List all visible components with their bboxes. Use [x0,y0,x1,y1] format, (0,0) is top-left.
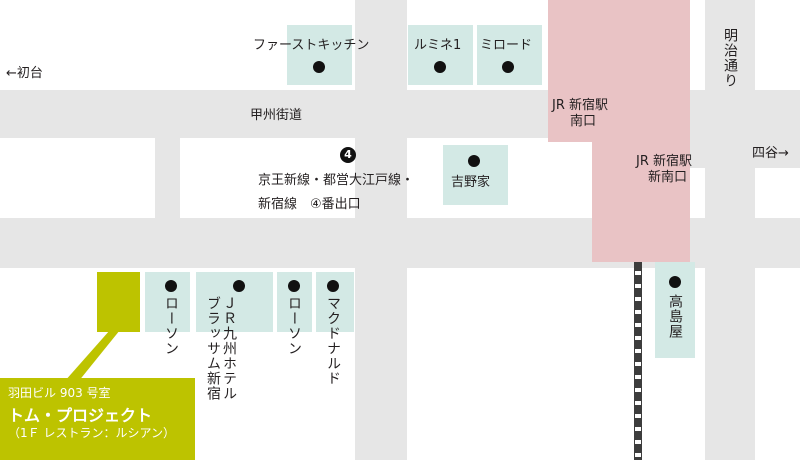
jr-south-exit-label-2: 南口 [570,114,597,129]
lumine1-label: ルミネ1 [414,38,462,53]
jr-new-south-exit-label-2: 新南口 [648,170,688,185]
building-lumine1 [408,25,473,85]
first-kitchen-marker [313,61,325,73]
railway-track [634,262,642,460]
takashimaya-marker [669,276,681,288]
jr-kyushu-hotel-label: ＪＲ九州ホテル ブラッサム新宿 [205,296,237,401]
jr-new-south-exit-label-1: JR 新宿駅 [636,154,692,169]
koshu-kaido-label: 甲州街道 [250,108,303,123]
destination-callout: 羽田ビル 903 号室 トム・プロジェクト （1Ｆ レストラン：ルシアン） [0,378,195,460]
jr-station-area-bottom [592,138,690,262]
exit-label-line1: 京王新線・都営大江戸線・ [258,173,415,188]
building-mirode [477,25,542,85]
road-meiji-dori [705,0,755,460]
jr-south-exit-label-1: JR 新宿駅 [552,98,608,113]
building-first-kitchen [287,25,352,85]
lawson2-label: ローソン [286,296,302,356]
yoshinoya-label: 吉野家 [451,175,491,190]
lawson2-marker [288,280,300,292]
direction-yotsuya: 四谷→ [752,146,789,161]
road-right-horizontal [690,138,800,168]
destination-building-marker [97,272,140,332]
exit-number-marker: 4 [340,147,356,163]
mcdonalds-label: マクドナルド [325,296,341,386]
takashimaya-label: 高島屋 [667,294,683,339]
mirode-marker [502,61,514,73]
road-left-vertical [155,138,180,218]
direction-hatsudai: ←初台 [6,66,43,81]
jr-station-area-top [548,0,690,142]
destination-company: トム・プロジェクト [8,406,153,425]
road-center-vertical [355,0,407,460]
yoshinoya-marker [468,155,480,167]
lumine1-marker [434,61,446,73]
lawson1-label: ローソン [163,296,179,356]
first-kitchen-label: ファーストキッチン [253,38,370,53]
callout-pointer [64,330,120,382]
exit-label-line2: 新宿線 ④番出口 [258,197,361,212]
mirode-label: ミロード [480,38,533,53]
meiji-dori-label: 明治通り [722,28,738,88]
destination-room: 羽田ビル 903 号室 [8,386,111,400]
mcdonalds-marker [327,280,339,292]
jr-kyushu-hotel-marker [233,280,245,292]
destination-note: （1Ｆ レストラン：ルシアン） [8,426,175,440]
lawson1-marker [165,280,177,292]
